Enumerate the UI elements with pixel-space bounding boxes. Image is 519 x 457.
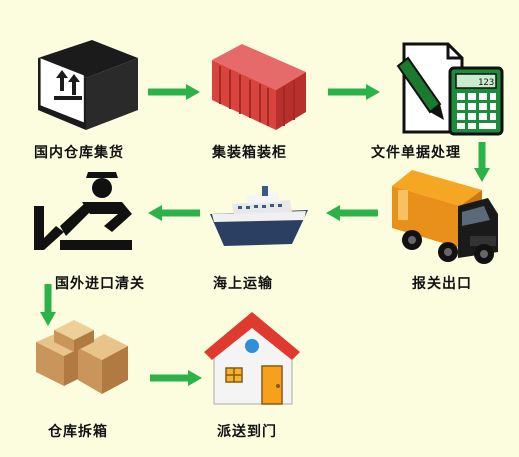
arrow-collect-to-container xyxy=(148,84,200,100)
label-shipping: 海上运输 xyxy=(213,276,273,292)
arrows xyxy=(40,84,490,386)
customs-officer-icon xyxy=(34,172,132,250)
label-documents: 文件单据处理 xyxy=(371,145,461,161)
ship-icon xyxy=(210,186,308,246)
label-delivery: 派送到门 xyxy=(217,424,277,440)
arrow-clearance-to-unpack xyxy=(40,284,56,326)
arrow-unpack-to-delivery xyxy=(150,370,202,386)
container-icon xyxy=(212,44,306,130)
house-icon xyxy=(204,312,300,405)
arrow-container-to-documents xyxy=(328,84,380,100)
arrow-export-to-shipping xyxy=(326,205,378,221)
label-warehouse-unpack: 仓库拆箱 xyxy=(48,424,108,440)
boxes-icon xyxy=(36,320,128,394)
box-icon xyxy=(38,40,138,130)
arrow-shipping-to-clearance xyxy=(148,205,200,221)
arrow-documents-to-export xyxy=(474,142,490,182)
label-export: 报关出口 xyxy=(412,276,472,292)
calculator-display: 123 xyxy=(478,78,494,88)
truck-icon xyxy=(392,170,498,264)
label-import-clearance: 国外进口清关 xyxy=(55,276,145,292)
document-calculator-icon: 123 xyxy=(396,42,504,136)
label-warehouse-collect: 国内仓库集货 xyxy=(34,145,124,161)
label-container-loading: 集装箱装柜 xyxy=(212,145,287,161)
